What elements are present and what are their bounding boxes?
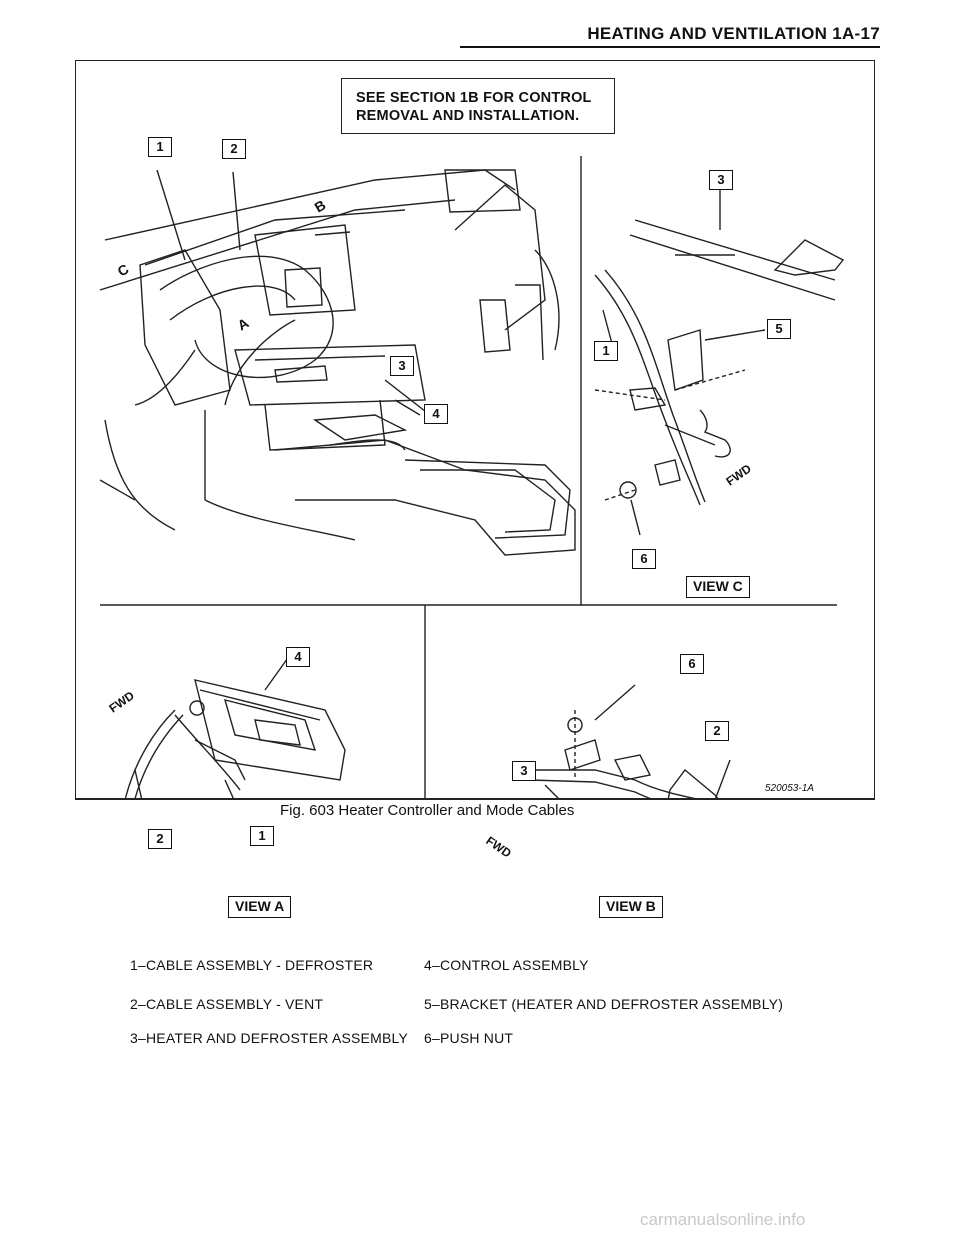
page-header: HEATING AND VENTILATION 1A-17: [587, 24, 880, 43]
callout-c-5: 5: [767, 319, 791, 339]
legend-item-4: 4–CONTROL ASSEMBLY: [424, 957, 589, 973]
figure-code: 520053-1A: [765, 783, 814, 794]
legend-item-6: 6–PUSH NUT: [424, 1030, 514, 1046]
legend-item-2: 2–CABLE ASSEMBLY - VENT: [130, 996, 324, 1012]
legend-item-3: 3–HEATER AND DEFROSTER ASSEMBLY: [130, 1030, 408, 1046]
view-b-drawing: [529, 684, 765, 800]
dashboard-drawing: [99, 169, 576, 556]
illustration: [99, 156, 845, 800]
watermark: carmanualsonline.info: [640, 1210, 806, 1229]
legend-item-1: 1–CABLE ASSEMBLY - DEFROSTER: [130, 957, 374, 973]
fwd-arrow-b: FWD: [483, 833, 514, 861]
view-c-drawing: [594, 190, 845, 536]
callout-a-2: 2: [148, 829, 172, 849]
note-line-2: REMOVAL AND INSTALLATION.: [356, 108, 580, 124]
note-line-1: SEE SECTION 1B FOR CONTROL: [356, 90, 592, 106]
header-rule: [460, 46, 880, 48]
callout-c-6: 6: [632, 549, 656, 569]
callout-a-1: 1: [250, 826, 274, 846]
view-a-drawing: [124, 654, 346, 800]
callout-b-2: 2: [705, 721, 729, 741]
view-a-label: VIEW A: [228, 896, 292, 918]
legend-item-5: 5–BRACKET (HEATER AND DEFROSTER ASSEMBLY…: [424, 996, 784, 1012]
callout-main-3: 3: [390, 356, 414, 376]
callout-main-2: 2: [222, 139, 246, 159]
note-box: [341, 78, 615, 134]
figure-caption: Fig. 603 Heater Controller and Mode Cabl…: [280, 802, 575, 819]
callout-c-1: 1: [594, 341, 618, 361]
callout-main-1: 1: [148, 137, 172, 157]
callout-main-4: 4: [424, 404, 448, 424]
callout-c-3: 3: [709, 170, 733, 190]
view-c-label: VIEW C: [686, 576, 750, 598]
callout-b-6: 6: [680, 654, 704, 674]
callout-b-3: 3: [512, 761, 536, 781]
callout-a-4: 4: [286, 647, 310, 667]
view-b-label: VIEW B: [599, 896, 663, 918]
